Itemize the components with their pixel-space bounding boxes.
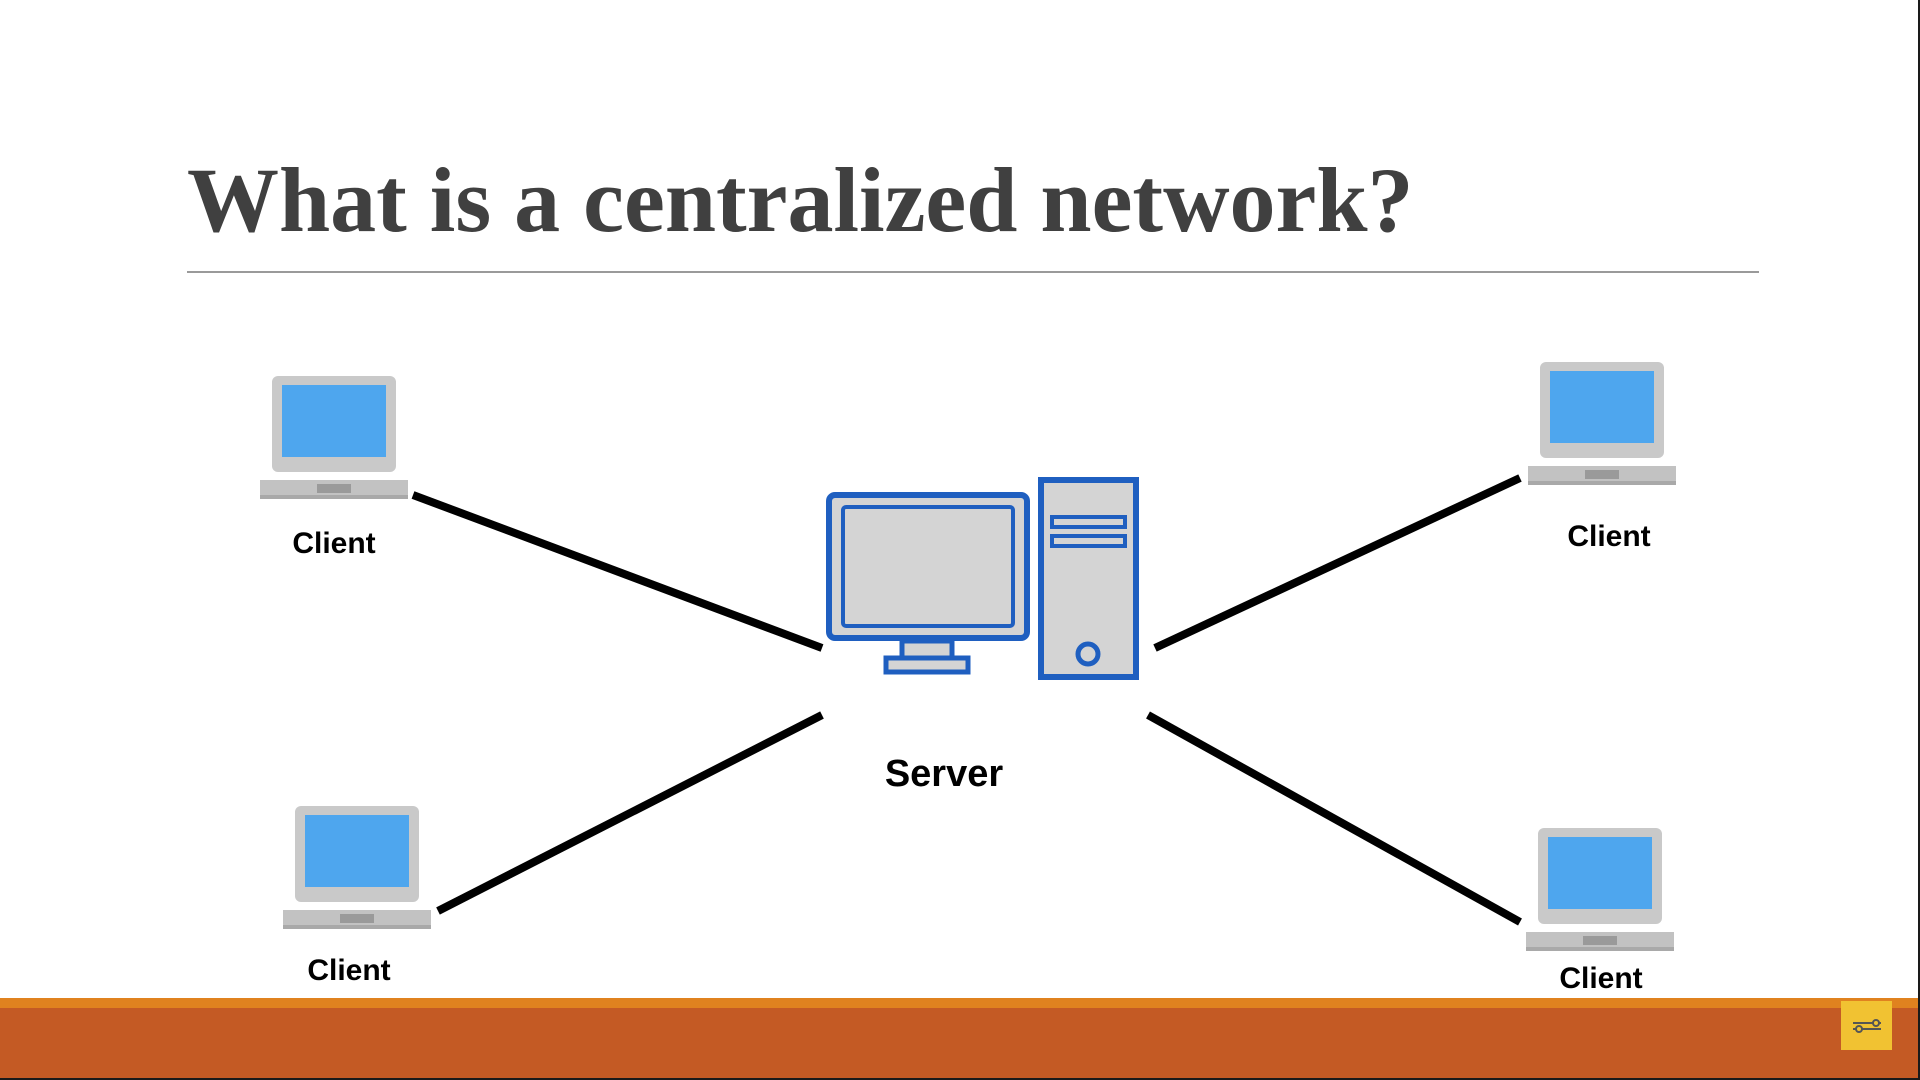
tools-icon <box>1852 1018 1881 1033</box>
laptop-icon <box>1526 828 1674 951</box>
laptop-icon <box>283 806 431 929</box>
network-diagram: Server Client Client Client Client <box>260 362 1676 995</box>
client-label: Client <box>1559 962 1642 995</box>
client-label: Client <box>292 527 375 560</box>
connection-line-top-left <box>411 491 824 652</box>
footer-band <box>0 998 1918 1078</box>
tools-button[interactable] <box>1841 1001 1892 1050</box>
server-icon <box>826 477 1139 680</box>
server-label: Server <box>885 753 1004 795</box>
laptop-icon <box>1528 362 1676 485</box>
page-title: What is a centralized network? <box>187 149 1414 251</box>
connection-line-top-right <box>1153 474 1522 652</box>
client-top-right: Client <box>1528 362 1676 553</box>
client-label: Client <box>1567 520 1650 553</box>
title-divider <box>187 271 1759 273</box>
client-label: Client <box>307 954 390 987</box>
connection-line-bottom-left <box>436 711 824 915</box>
client-bottom-left: Client <box>283 806 431 987</box>
client-top-left: Client <box>260 376 408 560</box>
connection-line-bottom-right <box>1146 711 1522 926</box>
laptop-icon <box>260 376 408 499</box>
client-bottom-right: Client <box>1526 828 1674 995</box>
